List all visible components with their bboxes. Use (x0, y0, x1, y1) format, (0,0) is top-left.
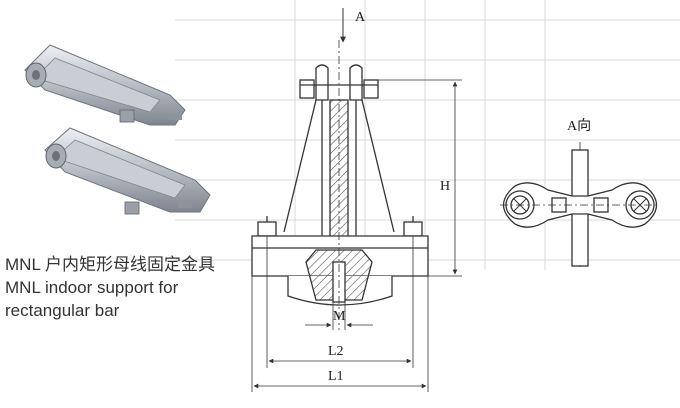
caption-title-cn: MNL 户内矩形母线固定金具 (5, 255, 215, 274)
view-arrow-label: A (355, 10, 366, 25)
product-caption: MNL 户内矩形母线固定金具 MNL indoor support for re… (5, 253, 215, 322)
dimension-h-label: H (440, 179, 450, 194)
dimension-l2-label: L2 (328, 344, 344, 359)
caption-title-en-1: MNL indoor support for (5, 278, 179, 297)
product-photo (24, 44, 211, 215)
fitting-photo-upper (24, 44, 186, 126)
dimension-l2: L2 (266, 236, 414, 368)
caption-title-en-2: rectangular bar (5, 301, 120, 320)
a-direction-view: A向 (500, 118, 660, 268)
fitting-photo-lower (44, 127, 211, 215)
a-direction-label: A向 (567, 118, 591, 134)
dimension-h: H (378, 79, 462, 277)
view-arrow-a: A (340, 8, 366, 43)
dimension-m-label: M (333, 309, 346, 324)
dimension-m: M (305, 302, 373, 330)
front-elevation (251, 40, 429, 330)
dimension-l1: L1 (251, 276, 429, 392)
dimension-l1-label: L1 (328, 369, 344, 384)
